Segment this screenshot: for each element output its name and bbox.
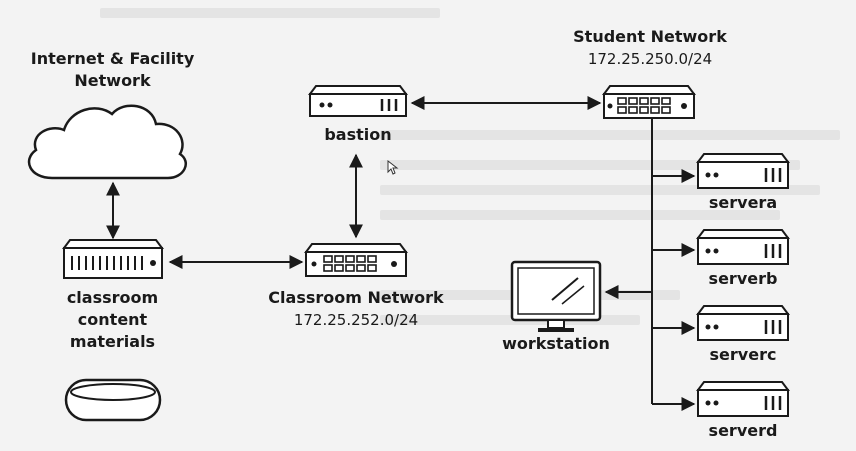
bastion-label: bastion [324,125,392,144]
classroom-network-title: Classroom Network [268,288,444,307]
server-icon [696,153,790,189]
server-icon [696,381,790,417]
background-text-line [380,315,640,325]
cloud-icon [27,104,187,180]
server-icon [696,229,790,265]
disk-icon [64,378,162,422]
classroom-network-label: Classroom Network 172.25.252.0/24 [256,287,456,331]
serverb-label: serverb [708,269,778,288]
servera-label: servera [708,193,778,212]
classroom-content-line2: content [77,310,148,329]
background-text-line [380,185,820,195]
internet-network-label: Internet & Facility Network [20,48,205,92]
serverd-label: serverd [708,421,778,440]
background-text-line [380,160,800,170]
background-text-line [380,130,840,140]
server-icon [696,305,790,341]
switch-icon [602,85,696,119]
monitor-icon [510,260,602,332]
student-network-label: Student Network 172.25.250.0/24 [550,26,750,70]
student-network-title: Student Network [573,27,727,46]
classroom-network-subnet: 172.25.252.0/24 [293,311,419,329]
cursor-icon [387,159,399,175]
background-text-line [380,210,780,220]
router-icon [308,85,408,117]
classroom-content-line3: materials [69,332,156,351]
serverc-label: serverc [709,345,777,364]
internet-network-title-line2: Network [74,71,151,90]
internet-network-title: Internet & Facility [30,49,195,68]
switch-icon [304,243,408,277]
student-network-subnet: 172.25.250.0/24 [587,50,713,68]
classroom-content-label: classroom content materials [50,287,175,353]
background-text-line [100,8,440,18]
workstation-label: workstation [502,334,610,353]
switch-icon [62,239,164,279]
classroom-content-line1: classroom [66,288,159,307]
